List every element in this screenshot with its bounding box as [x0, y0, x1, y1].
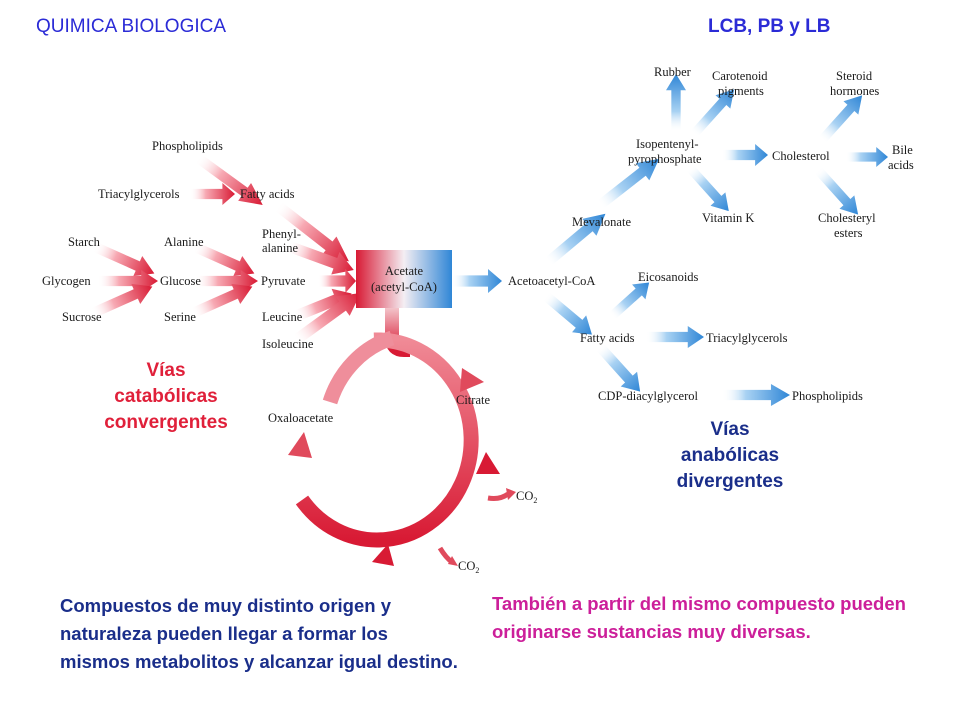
node-phospholipids-anabolic: Phospholipids	[792, 389, 863, 403]
node-cholesteryl-2: esters	[834, 226, 863, 240]
node-fatty-acids-anabolic: Fatty acids	[580, 331, 635, 345]
node-steroid-2: hormones	[830, 84, 879, 98]
anabolic-label-line3: divergentes	[676, 471, 784, 492]
node-pyruvate: Pyruvate	[261, 274, 306, 288]
node-oxaloacetate: Oxaloacetate	[268, 411, 334, 425]
convergent-description: Compuestos de muy distinto origen y natu…	[60, 595, 458, 672]
acetate-box	[356, 250, 452, 308]
node-carotenoid-2: pigments	[718, 84, 764, 98]
node-isopentenyl-1: Isopentenyl-	[636, 137, 698, 151]
node-cholesterol: Cholesterol	[772, 149, 830, 163]
catabolic-label-line2: catabólicas	[114, 386, 218, 407]
node-co2-second: CO2	[458, 559, 479, 575]
node-leucine: Leucine	[262, 310, 303, 324]
anabolic-pathways-label: Vías anabólicas divergentes	[650, 417, 810, 495]
node-mevalonate: Mevalonate	[572, 215, 631, 229]
node-rubber: Rubber	[654, 65, 692, 79]
node-co2-first: CO2	[516, 489, 537, 505]
course-title: QUIMICA BIOLOGICA	[36, 16, 227, 37]
node-sucrose: Sucrose	[62, 310, 102, 324]
citric-acid-cycle	[288, 308, 516, 566]
node-acetoacetyl-coa: Acetoacetyl-CoA	[508, 274, 595, 288]
node-steroid-1: Steroid	[836, 69, 873, 83]
node-bile-2: acids	[888, 158, 914, 172]
catabolic-arrows	[88, 149, 368, 350]
catabolic-label-line3: convergentes	[104, 412, 228, 433]
node-phenylalanine-2: alanine	[262, 241, 299, 255]
node-glucose: Glucose	[160, 274, 201, 288]
catabolic-pathways-label: Vías catabólicas convergentes	[80, 358, 252, 436]
node-glycogen: Glycogen	[42, 274, 91, 288]
node-alanine: Alanine	[164, 235, 204, 249]
acetate-label: Acetate	[385, 264, 424, 278]
node-isopentenyl-2: pyrophosphate	[628, 152, 702, 166]
node-phospholipids: Phospholipids	[152, 139, 223, 153]
catabolic-label-line1: Vías	[146, 360, 186, 381]
node-citrate: Citrate	[456, 393, 490, 407]
course-subtitle: LCB, PB y LB	[708, 16, 831, 37]
node-fatty-acids: Fatty acids	[240, 187, 295, 201]
acetyl-coa-label: (acetyl-CoA)	[371, 280, 437, 294]
node-carotenoid-1: Carotenoid	[712, 69, 768, 83]
divergent-description: También a partir del mismo compuesto pue…	[492, 593, 906, 642]
anabolic-label-line1: Vías	[710, 419, 750, 440]
node-eicosanoids: Eicosanoids	[638, 270, 699, 284]
node-cholesteryl-1: Cholesteryl	[818, 211, 876, 225]
node-starch: Starch	[68, 235, 101, 249]
anabolic-label-line2: anabólicas	[680, 445, 780, 466]
node-vitamin-k: Vitamin K	[702, 211, 754, 225]
node-bile-1: Bile	[892, 143, 913, 157]
node-triacylglycerols-anabolic: Triacylglycerols	[706, 331, 788, 345]
node-triacylglycerols: Triacylglycerols	[98, 187, 180, 201]
anabolic-arrows	[452, 74, 888, 406]
node-cdp-diacylglycerol: CDP-diacylglycerol	[598, 389, 699, 403]
node-phenylalanine-1: Phenyl-	[262, 227, 301, 241]
node-serine: Serine	[164, 310, 196, 324]
node-isoleucine: Isoleucine	[262, 337, 314, 351]
